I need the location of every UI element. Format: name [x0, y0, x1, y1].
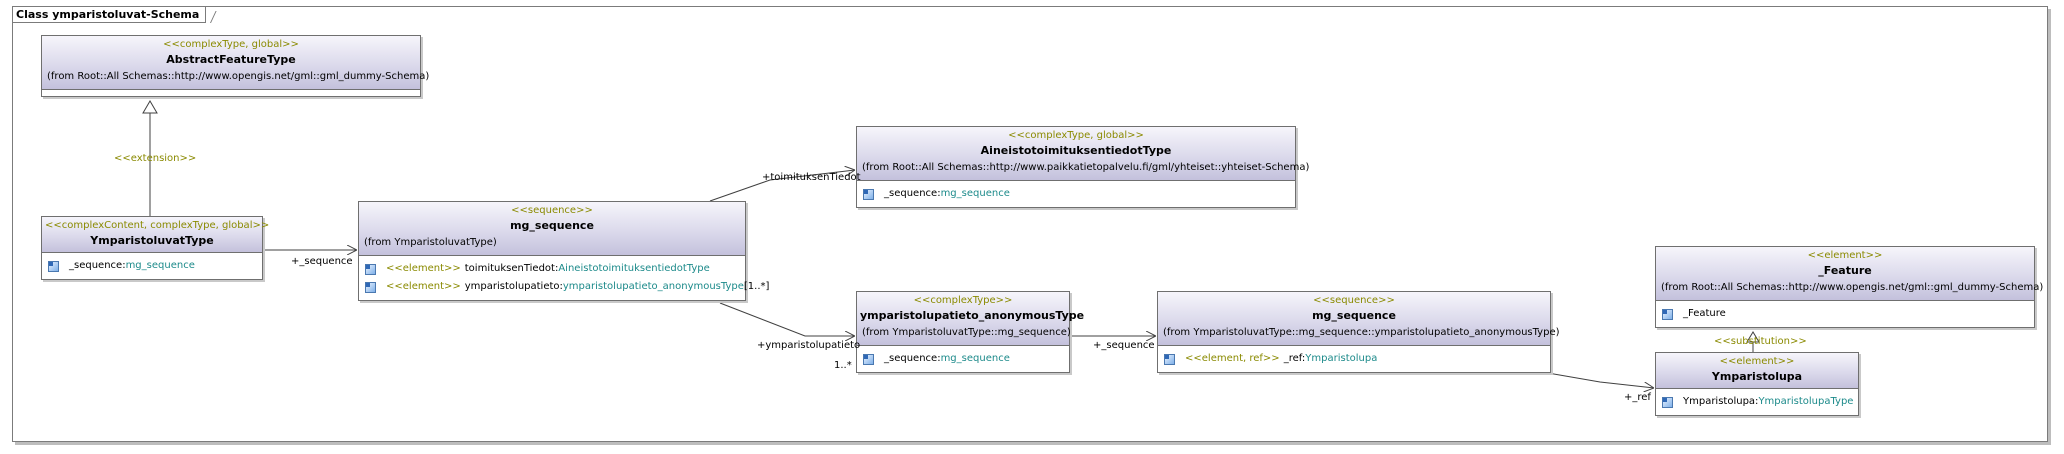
class-origin: (from Root::All Schemas::http://www.open…	[1661, 282, 2044, 293]
diagram-title: Class ymparistoluvat-Schema	[13, 7, 207, 23]
attribute-name: _sequence:	[884, 188, 941, 199]
attribute-icon	[48, 260, 59, 272]
class-origin: (from Root::All Schemas::http://www.open…	[47, 71, 430, 82]
class-name: mg_sequence	[510, 219, 594, 232]
ymparistolupatieto-label: +ymparistolupatieto	[757, 340, 861, 351]
class-origin: (from Root::All Schemas::http://www.paik…	[862, 162, 1310, 173]
attribute-multiplicity: [1..*]	[743, 281, 770, 292]
attribute-compartment: <<element, ref>> _ref: Ymparistolupa	[1158, 346, 1550, 372]
attribute-name: toimituksenTiedot:	[464, 263, 559, 274]
sequence-label-1: +_sequence	[291, 256, 353, 267]
attribute-row[interactable]: <<element, ref>> _ref: Ymparistolupa	[1164, 350, 1544, 368]
attribute-stereotype: <<element>>	[386, 263, 461, 274]
stereotype: <<sequence>>	[1313, 295, 1395, 306]
attribute-icon	[1662, 308, 1673, 320]
stereotype: <<complexContent, complexType, global>>	[45, 220, 270, 231]
attribute-compartment: _sequence: mg_sequence	[857, 346, 1069, 372]
class-feature[interactable]: <<element>> _Feature (from Root::All Sch…	[1655, 246, 2044, 328]
extension-label: <<extension>>	[114, 153, 197, 164]
attribute-row[interactable]: Ymparistolupa: YmparistolupaType	[1662, 393, 1854, 411]
attribute-name: ymparistolupatieto:	[464, 281, 563, 292]
attribute-compartment: _Feature	[1656, 301, 2034, 327]
attribute-icon	[863, 188, 874, 200]
attribute-name: _sequence:	[884, 353, 941, 364]
class-ymparistolupatieto-anonymoustype[interactable]: <<complexType>> ymparistolupatieto_anony…	[856, 291, 1085, 373]
attribute-compartment: Ymparistolupa: YmparistolupaType	[1656, 389, 1858, 415]
stereotype: <<sequence>>	[511, 205, 593, 216]
class-name: AbstractFeatureType	[166, 53, 296, 66]
class-header: <<sequence>> mg_sequence (from Ymparisto…	[1158, 292, 1560, 346]
stereotype: <<element>>	[1719, 356, 1795, 367]
class-name: AineistotoimituksentiedotType	[980, 144, 1172, 157]
attribute-name: Ymparistolupa:	[1683, 396, 1759, 407]
sequence-label-2: +_sequence	[1093, 340, 1155, 351]
attribute-icon	[863, 353, 874, 365]
attribute-stereotype: <<element>>	[386, 281, 461, 292]
attribute-name: _sequence:	[69, 260, 126, 271]
class-name: Ymparistolupa	[1711, 370, 1803, 383]
attribute-type: AineistotoimituksentiedotType	[558, 263, 710, 274]
substitution-label: <<substitution>>	[1714, 336, 1807, 347]
attribute-name: _ref:	[1283, 353, 1306, 364]
class-origin: (from YmparistoluvatType::mg_sequence::y…	[1163, 327, 1560, 338]
attribute-icon	[365, 281, 376, 293]
class-name: ymparistolupatieto_anonymousType	[860, 309, 1085, 322]
class-mg-sequence-anonymous[interactable]: <<sequence>> mg_sequence (from Ymparisto…	[1157, 291, 1560, 373]
class-header: <<complexContent, complexType, global>> …	[42, 217, 270, 253]
attribute-stereotype: <<element, ref>>	[1185, 353, 1280, 364]
attribute-icon	[1662, 396, 1673, 408]
attribute-type: YmparistolupaType	[1758, 396, 1854, 407]
class-aineistotoimituksentiedottype[interactable]: <<complexType, global>> Aineistotoimituk…	[856, 126, 1310, 208]
class-header: <<element>> Ymparistolupa	[1656, 353, 1858, 389]
attribute-type: Ymparistolupa	[1305, 353, 1378, 364]
class-ymparistoluvattype[interactable]: <<complexContent, complexType, global>> …	[41, 216, 270, 280]
stereotype: <<complexType, global>>	[1008, 130, 1144, 141]
attribute-compartment: _sequence: mg_sequence	[42, 253, 262, 279]
toimituksen-label: +toimituksenTiedot	[762, 172, 861, 183]
class-ymparistolupa[interactable]: <<element>> Ymparistolupa Ymparistolupa:…	[1655, 352, 1859, 416]
attribute-row[interactable]: _Feature	[1662, 305, 2028, 323]
class-header: <<complexType, global>> AbstractFeatureT…	[42, 36, 430, 90]
class-origin: (from YmparistoluvatType)	[364, 237, 497, 248]
attribute-row[interactable]: _sequence: mg_sequence	[48, 257, 256, 275]
attribute-row[interactable]: _sequence: mg_sequence	[863, 350, 1063, 368]
stereotype: <<complexType, global>>	[163, 39, 299, 50]
attribute-icon	[365, 263, 376, 275]
attribute-row[interactable]: <<element>> ymparistolupatieto: ymparist…	[365, 278, 769, 296]
class-name: YmparistoluvatType	[90, 234, 214, 247]
stereotype: <<element>>	[1807, 250, 1883, 261]
attribute-icon	[1164, 353, 1175, 365]
ref-label: +_ref	[1624, 392, 1651, 403]
class-origin: (from YmparistoluvatType::mg_sequence)	[862, 327, 1071, 338]
class-name: _Feature	[1818, 264, 1872, 277]
attribute-compartment: <<element>> toimituksenTiedot: Aineistot…	[359, 256, 769, 300]
class-name: mg_sequence	[1312, 309, 1396, 322]
class-header: <<sequence>> mg_sequence (from Ymparisto…	[359, 202, 745, 256]
class-mg-sequence[interactable]: <<sequence>> mg_sequence (from Ymparisto…	[358, 201, 769, 301]
class-abstractfeaturetype[interactable]: <<complexType, global>> AbstractFeatureT…	[41, 35, 430, 97]
attribute-name: _Feature	[1683, 308, 1726, 319]
attribute-compartment: _sequence: mg_sequence	[857, 181, 1295, 207]
stereotype: <<complexType>>	[913, 295, 1013, 306]
class-header: <<element>> _Feature (from Root::All Sch…	[1656, 247, 2044, 301]
attribute-row[interactable]: <<element>> toimituksenTiedot: Aineistot…	[365, 260, 739, 278]
multiplicity-label: 1..*	[834, 360, 852, 371]
attribute-compartment	[42, 90, 420, 96]
class-header: <<complexType>> ymparistolupatieto_anony…	[857, 292, 1085, 346]
attribute-row[interactable]: _sequence: mg_sequence	[863, 185, 1289, 203]
attribute-type: mg_sequence	[940, 353, 1010, 364]
class-header: <<complexType, global>> Aineistotoimituk…	[857, 127, 1310, 181]
attribute-type: mg_sequence	[940, 188, 1010, 199]
attribute-type: ymparistolupatieto_anonymousType	[562, 281, 744, 292]
attribute-type: mg_sequence	[125, 260, 195, 271]
